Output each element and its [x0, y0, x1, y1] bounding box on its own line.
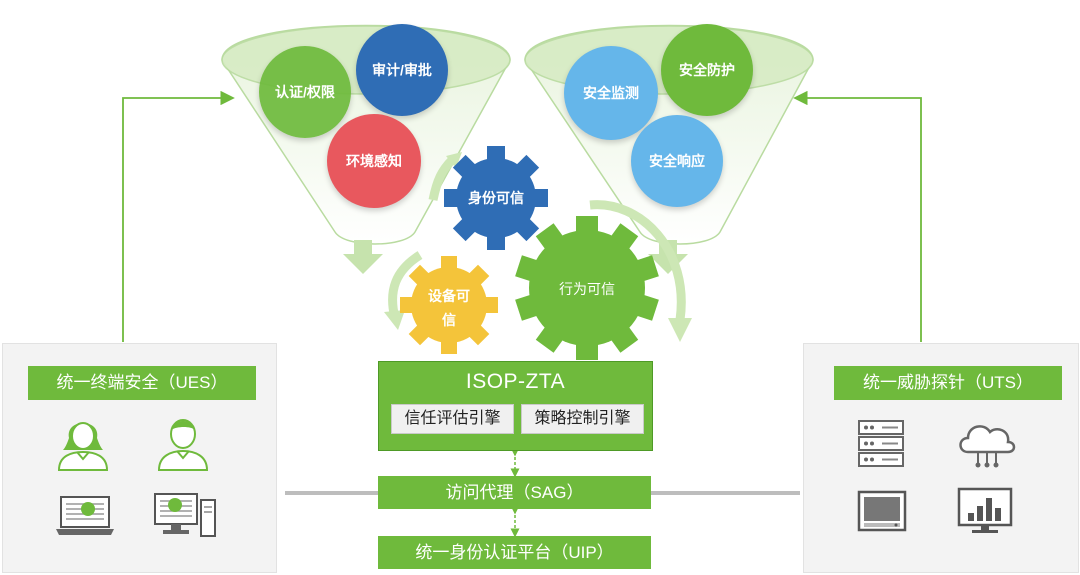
- laptop-icon: [56, 496, 114, 535]
- gear-behavior-label: 行为可信: [559, 281, 615, 297]
- isop-zta-box: ISOP-ZTA 信任评估引擎 策略控制引擎: [378, 361, 653, 451]
- server-rack-icon: [858, 420, 904, 467]
- right-feedback-arrow: [793, 90, 922, 342]
- right-panel-uts: 统一威胁探针（UTS）: [803, 343, 1079, 573]
- bubble-security-response: 安全响应: [631, 115, 723, 207]
- bubble-environment-awareness-label: 环境感知: [346, 153, 402, 169]
- gear-device-label: 设备可 信: [415, 287, 483, 329]
- cloud-icon: [959, 425, 1016, 468]
- bubble-environment-awareness: 环境感知: [327, 114, 421, 208]
- access-proxy-sag: 访问代理（SAG）: [378, 476, 651, 509]
- analytics-screen-icon: [957, 487, 1013, 533]
- cycle-arrow-left-down: [388, 251, 423, 320]
- left-feedback-arrow: [122, 90, 235, 342]
- trust-evaluation-engine: 信任评估引擎: [391, 404, 514, 434]
- bubble-audit-approval: 审计/审批: [356, 24, 448, 116]
- isop-zta-title: ISOP-ZTA: [465, 370, 566, 393]
- bubble-security-response-label: 安全响应: [649, 153, 705, 169]
- cycle-arrow-left-up: [428, 156, 456, 201]
- bubble-auth-permission: 认证/权限: [259, 46, 351, 138]
- gear-device: [400, 256, 498, 354]
- cycle-arrow-right: [589, 200, 686, 321]
- male-user-icon: [157, 419, 209, 471]
- bubble-auth-permission-label: 认证/权限: [275, 84, 335, 100]
- desktop-icon: [154, 493, 216, 537]
- identity-platform-uip: 统一身份认证平台（UIP）: [378, 536, 651, 569]
- left-panel-ues: 统一终端安全（UES）: [2, 343, 277, 573]
- gear-device-label-line1: 设备可: [428, 288, 470, 304]
- gear-device-label-line2: 信: [442, 312, 456, 328]
- bubble-security-monitoring-label: 安全监测: [583, 85, 639, 101]
- bubble-security-protection-label: 安全防护: [679, 62, 735, 78]
- gear-identity-label: 身份可信: [468, 190, 524, 206]
- left-panel-title: 统一终端安全（UES）: [28, 366, 256, 400]
- policy-control-engine: 策略控制引擎: [521, 404, 644, 434]
- down-arrow-left: [343, 240, 383, 274]
- gear-behavior: [515, 216, 659, 360]
- bubble-security-monitoring: 安全监测: [564, 46, 658, 140]
- monitor-icon: [857, 490, 907, 532]
- bubble-security-protection: 安全防护: [661, 24, 753, 116]
- gear-identity: [444, 146, 548, 250]
- bubble-audit-approval-label: 审计/审批: [372, 62, 432, 78]
- female-user-icon: [57, 422, 109, 471]
- right-panel-title: 统一威胁探针（UTS）: [834, 366, 1062, 400]
